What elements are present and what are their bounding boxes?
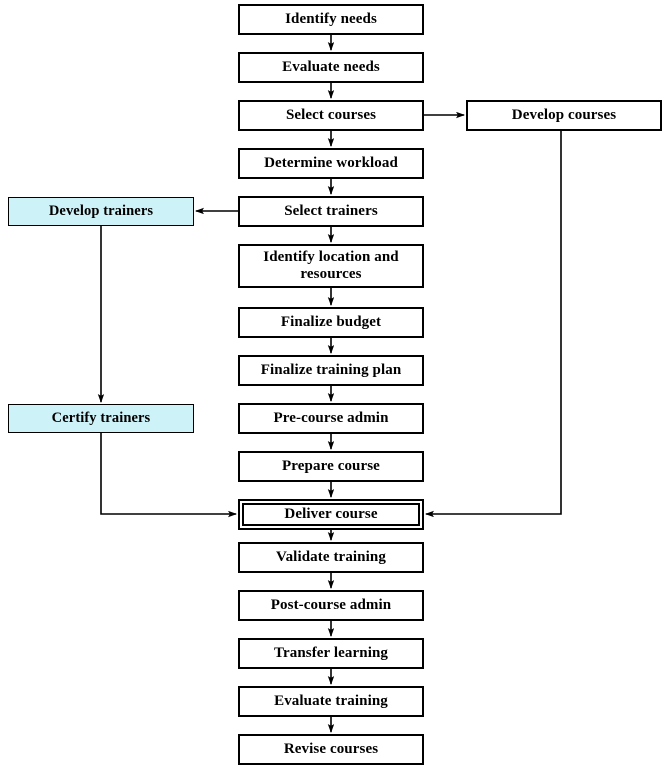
connector-certify-trainers-to-deliver-course <box>100 433 237 518</box>
node-pre-course-admin[interactable]: Pre-course admin <box>238 403 424 434</box>
node-prepare-course[interactable]: Prepare course <box>238 451 424 482</box>
node-evaluate-training[interactable]: Evaluate training <box>238 686 424 717</box>
node-label: Finalize budget <box>280 314 382 330</box>
node-label: Determine workload <box>264 155 398 171</box>
node-finalize-training-plan[interactable]: Finalize training plan <box>238 355 424 386</box>
node-label: Deliver course <box>284 506 378 522</box>
node-select-courses[interactable]: Select courses <box>238 100 424 131</box>
node-label: Pre-course admin <box>273 410 389 426</box>
node-label: Finalize training plan <box>260 362 402 378</box>
node-evaluate-needs[interactable]: Evaluate needs <box>238 52 424 83</box>
node-label: Identify needs <box>285 11 377 27</box>
node-label: Identify location and resources <box>263 249 399 282</box>
node-label: Evaluate needs <box>282 59 380 75</box>
node-label: Develop courses <box>511 107 617 123</box>
node-identify-needs[interactable]: Identify needs <box>238 4 424 35</box>
node-label: Select trainers <box>284 203 378 219</box>
node-post-course-admin[interactable]: Post-course admin <box>238 590 424 621</box>
node-label: Select courses <box>285 107 377 123</box>
node-label: Post-course admin <box>270 597 392 613</box>
node-label: Prepare course <box>282 458 380 474</box>
node-certify-trainers[interactable]: Certify trainers <box>8 404 194 433</box>
connector-develop-courses-to-deliver-course <box>425 131 562 518</box>
node-determine-workload[interactable]: Determine workload <box>238 148 424 179</box>
node-identify-location[interactable]: Identify location and resources <box>238 244 424 288</box>
node-label: Transfer learning <box>273 645 389 661</box>
node-validate-training[interactable]: Validate training <box>238 542 424 573</box>
node-revise-courses[interactable]: Revise courses <box>238 734 424 765</box>
node-deliver-course[interactable]: Deliver course <box>238 499 424 530</box>
node-select-trainers[interactable]: Select trainers <box>238 196 424 227</box>
node-finalize-budget[interactable]: Finalize budget <box>238 307 424 338</box>
node-label: Validate training <box>276 549 386 565</box>
node-transfer-learning[interactable]: Transfer learning <box>238 638 424 669</box>
node-label: Revise courses <box>283 741 379 757</box>
node-label: Develop trainers <box>48 203 154 219</box>
node-label: Certify trainers <box>51 410 151 426</box>
node-label: Evaluate training <box>274 693 388 709</box>
node-develop-trainers[interactable]: Develop trainers <box>8 197 194 226</box>
node-develop-courses[interactable]: Develop courses <box>466 100 662 131</box>
